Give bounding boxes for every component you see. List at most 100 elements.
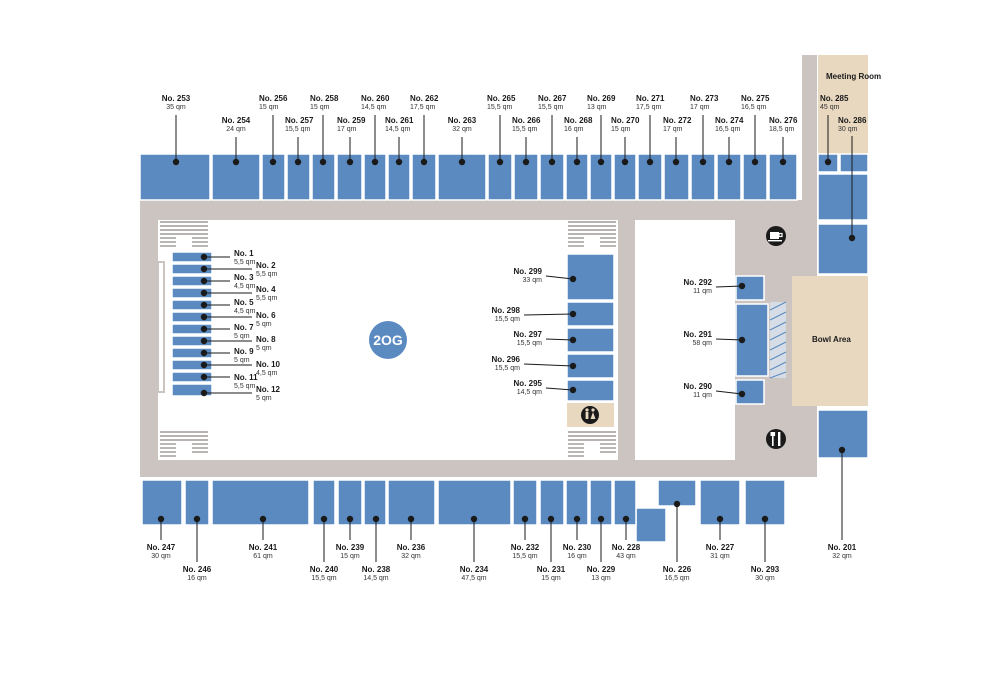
room-area-240: 15,5 qm — [311, 575, 336, 582]
room-area-272: 17 qm — [663, 126, 683, 133]
room-number-272: No. 272 — [663, 116, 692, 125]
room-area-231: 15 qm — [541, 575, 561, 582]
room-area-276: 18,5 qm — [769, 126, 794, 133]
room-number-261: No. 261 — [385, 116, 414, 125]
room-236[interactable] — [387, 479, 436, 526]
room-marker-11 — [200, 373, 208, 381]
room-marker-267 — [548, 158, 556, 166]
room-295[interactable] — [566, 379, 615, 402]
room-marker-299 — [569, 275, 577, 283]
room-number-236: No. 236 — [397, 543, 426, 552]
room-number-10: No. 10 — [256, 360, 281, 369]
room-marker-236 — [407, 515, 415, 523]
room-marker-7 — [200, 325, 208, 333]
room-number-292: No. 292 — [684, 278, 713, 287]
room-number-276: No. 276 — [769, 116, 798, 125]
room-228[interactable] — [613, 479, 637, 526]
floor-badge — [369, 321, 407, 359]
room-area-236: 32 qm — [401, 553, 421, 560]
ramp — [769, 301, 787, 379]
room-number-267: No. 267 — [538, 94, 567, 103]
room-marker-6 — [200, 313, 208, 321]
room-area-247: 30 qm — [151, 553, 171, 560]
room-number-227: No. 227 — [706, 543, 735, 552]
leader-line-299 — [545, 275, 574, 280]
room-number-6: No. 6 — [256, 311, 276, 320]
room-marker-239 — [346, 515, 354, 523]
room-marker-226 — [673, 500, 681, 508]
room-area-253: 35 qm — [166, 104, 186, 111]
room-marker-269 — [597, 158, 605, 166]
room-area-259: 17 qm — [337, 126, 357, 133]
room-marker-258 — [319, 158, 327, 166]
room-number-11: No. 11 — [234, 373, 258, 382]
room-number-297: No. 297 — [514, 330, 543, 339]
room-marker-201 — [838, 446, 846, 454]
room-marker-3 — [200, 277, 208, 285]
room-number-273: No. 273 — [690, 94, 719, 103]
room-marker-295 — [569, 386, 577, 394]
room-marker-260 — [371, 158, 379, 166]
room-number-266: No. 266 — [512, 116, 541, 125]
room-marker-241 — [259, 515, 267, 523]
room-number-3: No. 3 — [234, 273, 254, 282]
room-marker-268 — [573, 158, 581, 166]
room-number-230: No. 230 — [563, 543, 592, 552]
room-area-262: 17,5 qm — [410, 104, 435, 111]
room-area-290: 11 qm — [693, 392, 712, 399]
room-marker-276 — [779, 158, 787, 166]
room-area-5: 4,5 qm — [234, 308, 256, 315]
room-extra-0[interactable] — [817, 173, 869, 221]
room-number-291: No. 291 — [684, 330, 713, 339]
room-extra-2[interactable] — [635, 507, 667, 543]
room-area-256: 15 qm — [259, 104, 279, 111]
room-marker-4 — [200, 289, 208, 297]
room-area-3: 4,5 qm — [234, 283, 256, 290]
room-area-228: 43 qm — [616, 553, 636, 560]
meeting-room[interactable] — [818, 55, 868, 155]
room-marker-291 — [738, 336, 746, 344]
room-286[interactable] — [839, 153, 869, 173]
room-area-229: 13 qm — [591, 575, 611, 582]
room-marker-266 — [522, 158, 530, 166]
room-extra-1[interactable] — [817, 223, 869, 275]
room-area-6: 5 qm — [256, 321, 272, 328]
room-marker-261 — [395, 158, 403, 166]
room-number-239: No. 239 — [336, 543, 365, 552]
room-area-295: 14,5 qm — [517, 389, 542, 396]
room-number-241: No. 241 — [249, 543, 278, 552]
room-marker-256 — [269, 158, 277, 166]
room-number-256: No. 256 — [259, 94, 288, 103]
room-number-253: No. 253 — [162, 94, 191, 103]
room-number-286: No. 286 — [838, 116, 867, 125]
room-238[interactable] — [363, 479, 387, 526]
room-area-269: 13 qm — [587, 104, 607, 111]
room-marker-259 — [346, 158, 354, 166]
meeting-room-label: Meeting Room — [826, 72, 881, 81]
floor-label: 2OG — [373, 332, 403, 348]
room-number-201: No. 201 — [828, 543, 857, 552]
room-area-2: 5,5 qm — [256, 271, 278, 278]
room-232[interactable] — [512, 479, 538, 526]
room-number-295: No. 295 — [514, 379, 543, 388]
stairs-top-left — [160, 221, 208, 247]
room-area-254: 24 qm — [226, 126, 246, 133]
leader-line-290 — [715, 390, 743, 395]
bowl-area[interactable] — [792, 276, 868, 406]
room-area-201: 32 qm — [832, 553, 852, 560]
room-298[interactable] — [566, 301, 615, 327]
room-marker-9 — [200, 349, 208, 357]
room-marker-292 — [738, 282, 746, 290]
room-marker-290 — [738, 390, 746, 398]
room-number-296: No. 296 — [492, 355, 521, 364]
room-area-275: 16,5 qm — [741, 104, 766, 111]
room-number-257: No. 257 — [285, 116, 314, 125]
room-marker-274 — [725, 158, 733, 166]
room-area-265: 15,5 qm — [487, 104, 512, 111]
room-marker-240 — [320, 515, 328, 523]
room-293[interactable] — [744, 479, 786, 526]
room-area-274: 16,5 qm — [715, 126, 740, 133]
restroom-icon — [581, 406, 599, 424]
room-marker-12 — [200, 389, 208, 397]
